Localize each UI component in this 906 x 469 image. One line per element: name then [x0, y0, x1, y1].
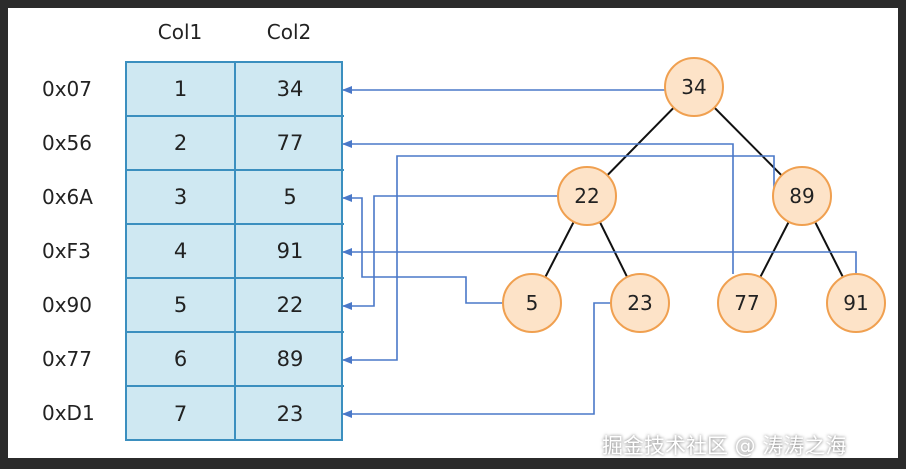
- tree-diagram: 34 22 89 5 23 77 91: [342, 57, 886, 418]
- address-label: 0x6A: [42, 185, 93, 209]
- address-label: 0xF3: [42, 239, 91, 263]
- pointer-arrow: [342, 155, 775, 364]
- tree-node-label: 23: [627, 291, 652, 315]
- table-cell-col1: 5: [127, 279, 236, 333]
- tree-node-label: 77: [734, 291, 759, 315]
- table-cell-col2: 23: [276, 402, 304, 426]
- tree-node-circle: [502, 273, 562, 333]
- table-cell-col1: 3: [127, 171, 236, 225]
- table-cell-col1: 6: [127, 333, 236, 387]
- table-cell-col2: 34: [236, 63, 344, 117]
- address-label: 0x56: [42, 131, 93, 155]
- tree-node: 34: [664, 57, 724, 117]
- tree-node: 22: [557, 166, 617, 226]
- table-cell-col1: 2: [127, 117, 236, 171]
- address-label: 0x07: [42, 77, 93, 101]
- address-label: 0x77: [42, 347, 93, 371]
- pointer-arrow: [342, 195, 558, 310]
- table-cell-col2: 22: [236, 279, 344, 333]
- pointer-arrow: [342, 302, 611, 418]
- tree-node: 5: [502, 273, 562, 333]
- table-cell-col2: 91: [236, 225, 344, 279]
- address-label: 0xD1: [42, 401, 95, 425]
- column-header-col2: Col2: [266, 20, 312, 44]
- tree-node: 77: [717, 273, 777, 333]
- table-cell-col2: 77: [236, 117, 344, 171]
- tree-node-circle: [557, 166, 617, 226]
- address-label: 0x90: [42, 293, 93, 317]
- tree-node: 91: [826, 273, 886, 333]
- tree-node-label: 89: [789, 184, 814, 208]
- diagram-canvas: Col1 Col2 0x07 0x56 0x6A 0xF3 0x90 0x77 0xD1 1…: [8, 8, 898, 458]
- table-cell-col1: 1: [127, 63, 236, 117]
- tree-node-label: 5: [526, 291, 539, 315]
- tree-node-circle: [610, 273, 670, 333]
- tree-node-circle: [664, 57, 724, 117]
- tree-node-circle: [772, 166, 832, 226]
- tree-node-label: 91: [843, 291, 868, 315]
- watermark-text: 掘金技术社区 @ 涛涛之海: [602, 434, 847, 458]
- pointer-arrow: [342, 248, 857, 274]
- tree-node-circle: [717, 273, 777, 333]
- pointer-arrow: [342, 140, 734, 274]
- pointer-arrow: [342, 194, 503, 304]
- table-cell-col1: 7: [127, 387, 236, 441]
- tree-node: 23: [610, 273, 670, 333]
- tree-node-label: 22: [574, 184, 599, 208]
- table-cell-col2: 89: [236, 333, 344, 387]
- tree-node: 89: [772, 166, 832, 226]
- tree-node-circle: [826, 273, 886, 333]
- table-cell-col2: 5: [236, 171, 344, 225]
- tree-node-label: 34: [681, 75, 706, 99]
- column-header-col1: Col1: [157, 20, 203, 44]
- table-cell-col1: 4: [127, 225, 236, 279]
